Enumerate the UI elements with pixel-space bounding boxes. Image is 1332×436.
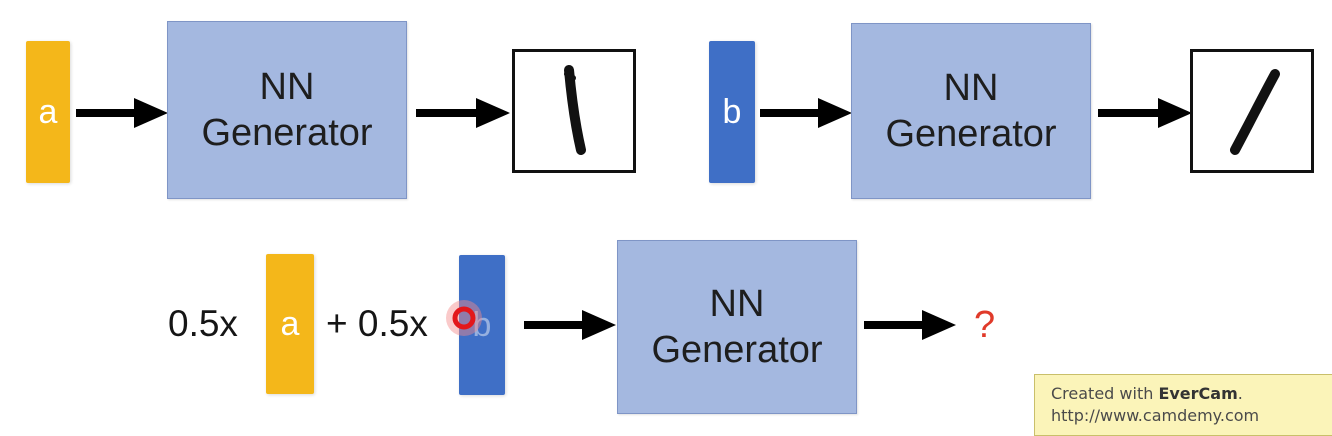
- watermark-url[interactable]: http://www.camdemy.com: [1051, 406, 1260, 425]
- coefficient-a-text: 0.5x: [168, 303, 238, 344]
- generator-label-line1: NN: [259, 66, 315, 108]
- generator-label-line2: Generator: [885, 113, 1057, 155]
- unknown-result-question-mark: ?: [974, 304, 996, 346]
- latent-vector-b: b: [709, 41, 755, 183]
- generator-box-top-right: NN Generator: [851, 23, 1091, 199]
- latent-vector-a-bottom: a: [266, 254, 314, 394]
- latent-vector-b-bottom-label: b: [472, 305, 492, 344]
- generator-label-line2: Generator: [651, 329, 823, 371]
- arrow-a-to-generator: [76, 98, 168, 128]
- evercam-watermark[interactable]: Created with EverCam. http://www.camdemy…: [1034, 374, 1332, 436]
- output-image-box-top-left: [512, 49, 636, 173]
- arrow-generator-to-result: [864, 310, 956, 340]
- generator-label-line1: NN: [943, 67, 999, 109]
- arrow-b-to-generator: [760, 98, 852, 128]
- latent-vector-b-label: b: [722, 92, 742, 131]
- latent-vector-a: a: [26, 41, 70, 183]
- digit-one-vertical-icon: [564, 65, 586, 155]
- generator-label-line1: NN: [709, 283, 765, 325]
- output-image-box-top-right: [1190, 49, 1314, 173]
- plus-coefficient-b-text: + 0.5x: [326, 303, 428, 344]
- cursor-highlight-icon: [446, 300, 482, 336]
- watermark-brand: EverCam: [1158, 384, 1238, 403]
- generator-label-line2: Generator: [201, 112, 373, 154]
- arrow-generator-to-output-top-right: [1098, 98, 1192, 128]
- watermark-prefix: Created with: [1051, 384, 1159, 403]
- latent-vector-a-label: a: [38, 92, 58, 131]
- arrow-generator-to-output-top-left: [416, 98, 510, 128]
- latent-vector-a-bottom-label: a: [280, 304, 300, 343]
- generator-box-bottom: NN Generator: [617, 240, 857, 414]
- watermark-suffix: .: [1237, 384, 1243, 403]
- digit-one-slanted-icon: [1230, 69, 1280, 155]
- generator-box-top-left: NN Generator: [167, 21, 407, 199]
- watermark-line1: Created with EverCam.: [1051, 383, 1332, 405]
- arrow-mix-to-generator: [524, 310, 616, 340]
